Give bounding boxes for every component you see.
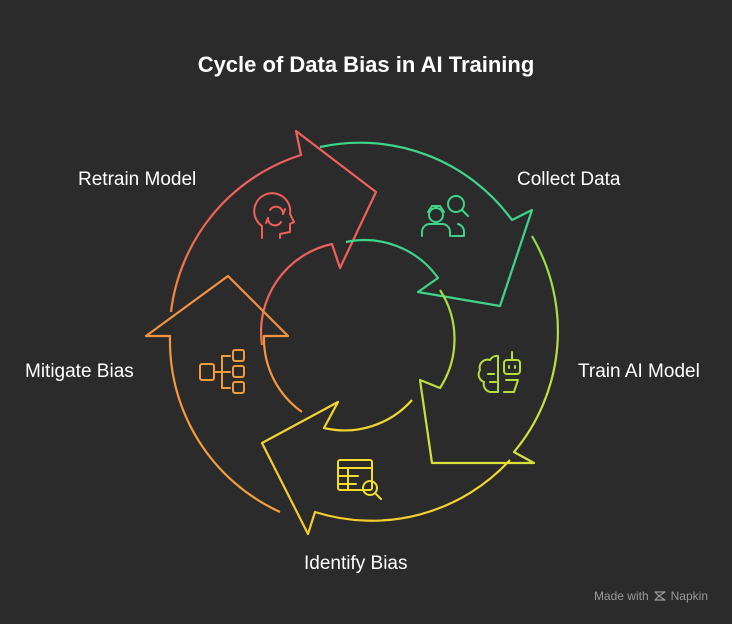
table-search-icon [337, 459, 382, 500]
page-title: Cycle of Data Bias in AI Training [197, 52, 535, 77]
napkin-logo-icon [654, 591, 666, 601]
label-mitigate-bias: Mitigate Bias [25, 361, 134, 382]
sitemap-icon [199, 349, 245, 394]
segment-mitigate [144, 274, 303, 514]
segment-retrain [169, 129, 378, 346]
robot-brain-icon [477, 351, 521, 393]
head-refresh-icon [253, 192, 295, 239]
label-identify-bias: Identify Bias [304, 553, 408, 574]
segment-identify [260, 399, 511, 536]
napkin-brand-text: Napkin [670, 589, 708, 603]
label-collect-data: Collect Data [517, 169, 621, 190]
segment-collect [319, 141, 534, 308]
segment-train [418, 235, 560, 465]
footer-attribution: Made with Napkin [594, 589, 708, 603]
made-with-text: Made with [593, 589, 649, 603]
label-retrain-model: Retrain Model [78, 169, 197, 190]
label-train-ai-model: Train AI Model [578, 361, 700, 382]
users-search-icon [421, 195, 469, 237]
